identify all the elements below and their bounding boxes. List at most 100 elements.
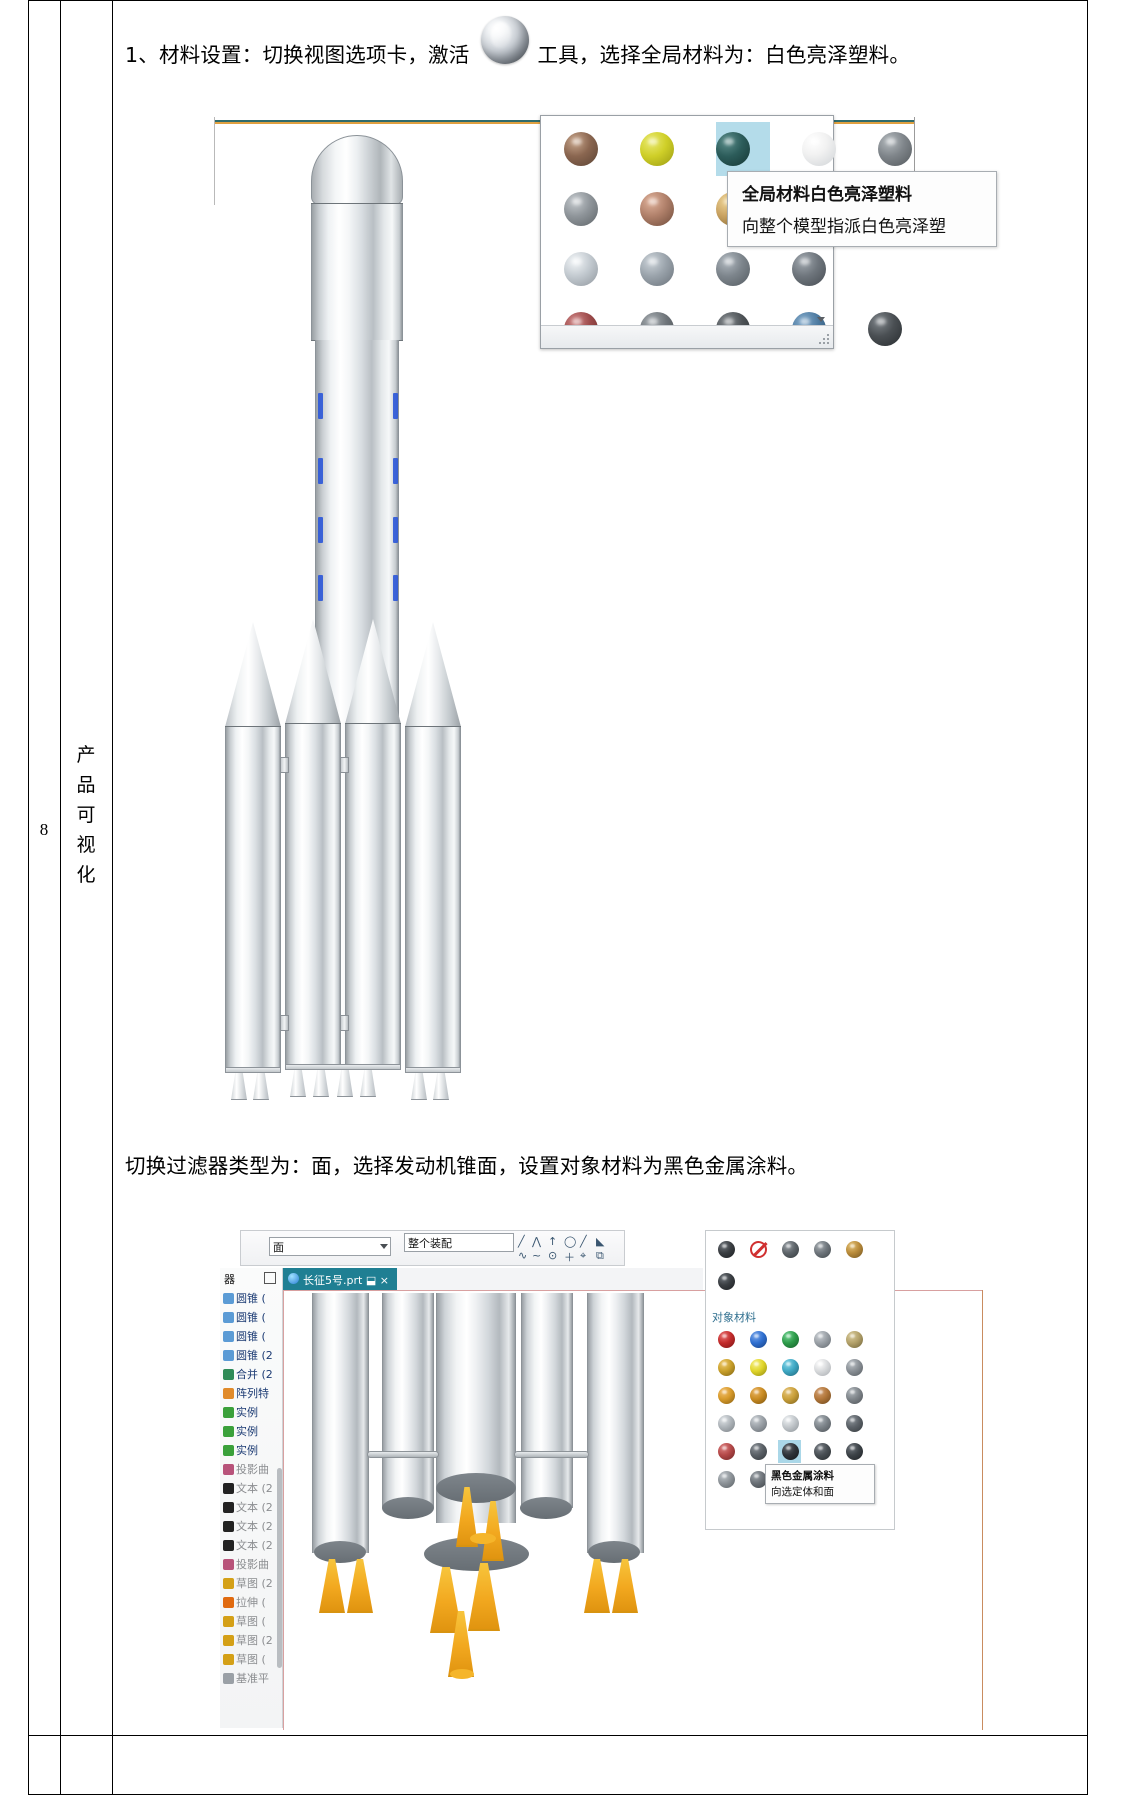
material-swatch[interactable] [718,1471,735,1488]
resource-bar[interactable]: 器 圆锥 ( 圆锥 ( 圆锥 ( 圆锥 (2 合并 (2 阵列特 实例 实例 实… [220,1268,283,1728]
list-item[interactable]: 合并 (2 [220,1366,282,1385]
engine-cone[interactable] [612,1559,638,1613]
material-swatch[interactable] [814,1331,831,1348]
engine-base-disc[interactable] [314,1541,366,1563]
material-swatch-white-glossy-plastic[interactable] [802,132,836,166]
material-swatch[interactable] [750,1331,767,1348]
snap-point-icon[interactable]: ⌖ [580,1249,587,1262]
plus-icon[interactable]: ＋ [564,1251,575,1264]
engine-base-disc[interactable] [588,1541,640,1563]
material-swatch[interactable] [640,252,674,286]
list-item[interactable]: 文本 (2 [220,1499,282,1518]
material-swatch[interactable] [814,1387,831,1404]
surface-icon[interactable]: ◣ [596,1235,605,1248]
list-item[interactable]: 圆锥 ( [220,1328,282,1347]
material-swatch[interactable] [718,1387,735,1404]
arrow-up-icon[interactable]: ↑ [548,1235,558,1248]
part-navigator-tree[interactable]: 圆锥 ( 圆锥 ( 圆锥 ( 圆锥 (2 合并 (2 阵列特 实例 实例 实例 … [220,1290,282,1689]
material-swatch-black-metal-coating[interactable] [782,1443,799,1460]
material-swatch[interactable] [782,1415,799,1432]
target-icon[interactable]: ⊙ [548,1249,558,1262]
chevron-down-icon[interactable] [817,317,825,322]
material-swatch[interactable] [846,1359,863,1376]
material-swatch[interactable] [718,1359,735,1376]
list-item[interactable]: 实例 [220,1404,282,1423]
material-swatch[interactable] [846,1387,863,1404]
circle-icon[interactable]: ◯ [564,1235,577,1248]
line-icon[interactable]: ╱ [518,1235,525,1248]
material-swatch[interactable] [846,1331,863,1348]
list-item[interactable]: 圆锥 ( [220,1309,282,1328]
material-swatch[interactable] [846,1415,863,1432]
material-swatch[interactable] [718,1443,735,1460]
connector-pipe[interactable] [514,1451,589,1458]
material-swatch[interactable] [716,252,750,286]
booster-cylinder[interactable] [312,1293,369,1553]
list-item[interactable]: 草图 ( [220,1613,282,1632]
list-item[interactable]: 草图 (2 [220,1575,282,1594]
polyline-icon[interactable]: ⋀ [532,1235,542,1248]
chevron-down-icon[interactable] [380,1244,388,1249]
list-item[interactable]: 文本 (2 [220,1518,282,1537]
copy-icon[interactable]: ⧉ [596,1249,604,1262]
material-swatch[interactable] [718,1331,735,1348]
list-item[interactable]: 基准平 [220,1670,282,1689]
list-item[interactable]: 文本 (2 [220,1537,282,1556]
list-item[interactable]: 圆锥 ( [220,1290,282,1309]
booster-cylinder[interactable] [521,1293,573,1508]
material-swatch[interactable] [564,192,598,226]
material-swatch[interactable] [718,1273,735,1290]
booster-cylinder[interactable] [587,1293,644,1553]
material-swatch[interactable] [716,132,750,166]
engine-cone[interactable] [347,1559,373,1613]
material-swatch[interactable] [750,1359,767,1376]
list-item[interactable]: 文本 (2 [220,1480,282,1499]
scope-dropdown[interactable]: 整个装配 [404,1233,514,1252]
close-icon[interactable]: ⬓ × [365,1274,389,1287]
list-item[interactable]: 阵列特 [220,1385,282,1404]
list-item[interactable]: 草图 ( [220,1651,282,1670]
tree-scrollbar[interactable] [277,1468,282,1668]
material-swatch[interactable] [814,1443,831,1460]
material-swatch[interactable] [718,1415,735,1432]
material-swatch[interactable] [846,1241,863,1258]
filter-type-dropdown[interactable]: 面 [269,1237,391,1256]
engine-cone[interactable] [584,1559,610,1613]
booster-cylinder[interactable] [382,1293,434,1508]
material-swatch[interactable] [640,132,674,166]
material-swatch[interactable] [782,1241,799,1258]
tab-part-file[interactable]: 长征5号.prt ⬓ × [283,1268,397,1290]
engine-base-disc[interactable] [436,1473,516,1503]
material-swatch[interactable] [814,1415,831,1432]
material-swatch[interactable] [750,1443,767,1460]
material-swatch[interactable] [782,1387,799,1404]
material-swatch[interactable] [782,1331,799,1348]
material-swatch[interactable] [750,1387,767,1404]
material-swatch[interactable] [792,252,826,286]
list-item[interactable]: 投影曲 [220,1556,282,1575]
list-item[interactable]: 投影曲 [220,1461,282,1480]
list-item[interactable]: 圆锥 (2 [220,1347,282,1366]
material-swatch[interactable] [878,132,912,166]
material-swatch[interactable] [814,1359,831,1376]
engine-cone[interactable] [468,1563,500,1631]
material-swatch[interactable] [564,252,598,286]
engine-cone[interactable] [319,1559,345,1613]
material-swatch[interactable] [782,1359,799,1376]
no-material-icon[interactable] [750,1241,768,1258]
engine-base-disc[interactable] [520,1497,572,1519]
wave-icon[interactable]: ~ [532,1249,542,1262]
material-swatch[interactable] [750,1415,767,1432]
curve-tools-group[interactable]: ╱ ⋀ ↑ ◯ ╱ ◣ ∿ ~ ⊙ ＋ ⌖ ⧉ [516,1233,646,1265]
material-swatch[interactable] [564,132,598,166]
material-swatch[interactable] [814,1241,831,1258]
material-swatch[interactable] [750,1471,767,1488]
material-swatch[interactable] [846,1443,863,1460]
slash-icon[interactable]: ╱ [580,1235,587,1248]
list-item[interactable]: 草图 (2 [220,1632,282,1651]
list-item[interactable]: 拉伸 ( [220,1594,282,1613]
resize-grip[interactable] [817,332,831,346]
material-swatch[interactable] [868,312,902,346]
spline-icon[interactable]: ∿ [518,1249,528,1262]
engine-base-disc[interactable] [382,1497,434,1519]
